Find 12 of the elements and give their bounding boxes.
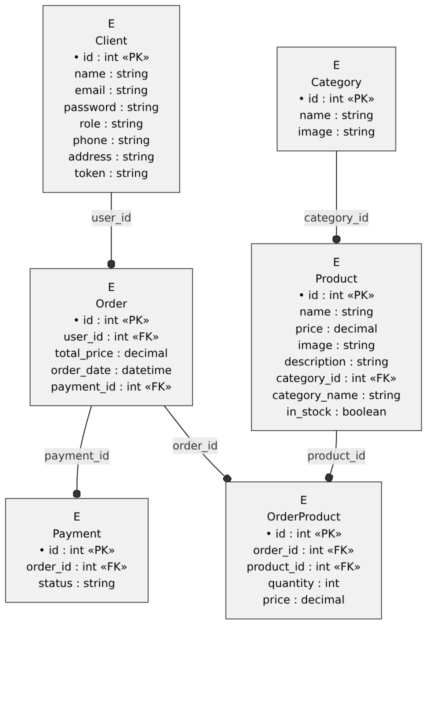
edge-label: user_id [91,211,132,224]
edge-label: category_id [304,211,369,224]
edge-label: order_id [172,438,218,452]
node-box: E Payment • id : int «PK» order_id : int «FK» status : string [5,498,149,603]
node-box: E Order • id : int «PK» user_id : int «FK» total_price : decimal order_date : datetime payment_id : int «FK» [30,268,193,406]
node-box: E Category • id : int «PK» name : string image : string [276,46,396,152]
edge-label: product_id [307,449,366,462]
node-box: E OrderProduct • id : int «PK» order_id : int «FK» product_id : int «FK» quantity : int price : decimal [225,482,382,620]
node-box: E Product • id : int «PK» name : string price : decimal image : string description : string category_id : int «FK» category_name : string in_stock : boolean [251,243,422,431]
connector [164,405,232,483]
node-box: E Client • id : int «PK» name : string email : string password : string role : string phone : string address : string token : string [42,5,180,193]
edge-label: payment_id [44,449,110,462]
